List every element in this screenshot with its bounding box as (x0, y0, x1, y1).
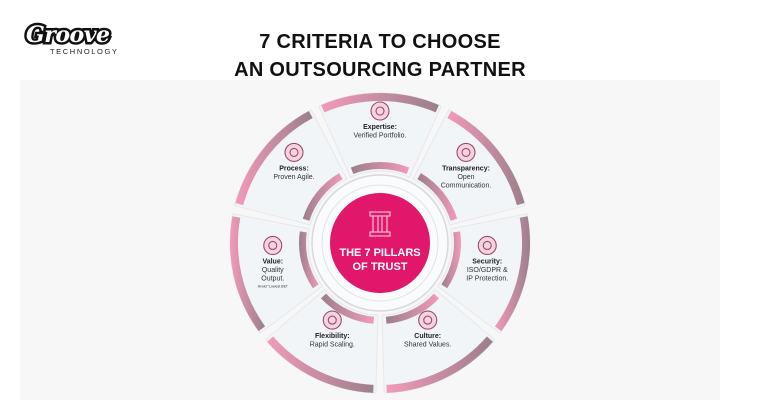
segment-inner-band (299, 231, 319, 289)
pillar-description: Communication. (441, 182, 492, 189)
pillar-description: Verified Portfolio. (354, 133, 407, 140)
segment-inner-band (385, 293, 440, 324)
pillar-segment-value (229, 213, 324, 334)
segment-inner-band (417, 173, 458, 221)
pillar-description: Rapid Scaling. (310, 342, 355, 349)
segment-outer-band (494, 216, 531, 332)
pillar-title: Flexibility: (315, 333, 350, 340)
segment-outer-band (230, 216, 266, 332)
page-title: 7 CRITERIA TO CHOOSE AN OUTSOURCING PART… (0, 28, 760, 84)
segment-outer-band (386, 336, 493, 393)
pillar-title: Security: (472, 258, 502, 265)
pillar-note: Avoid "Lowest Bid" (258, 284, 289, 288)
agile-cycle-icon (284, 142, 304, 162)
pillar-description: Shared Values. (404, 342, 451, 349)
code-gear-icon (370, 101, 390, 121)
segment-outer-band (321, 93, 439, 113)
pillar-segment-expertise (318, 92, 442, 178)
pillar-segment-transparency (412, 109, 526, 226)
center-title-line-2: OF TRUST (353, 261, 408, 273)
pillar-title: Process: (279, 165, 309, 172)
pillar-description: Open (457, 174, 474, 181)
segment-inner-band (320, 293, 375, 324)
center-title-line-1: THE 7 PILLARS (339, 247, 420, 259)
pillar-segment-security (436, 213, 531, 334)
pillar-segment-flexibility (264, 288, 379, 394)
pillar-segment-culture (381, 288, 496, 394)
logo-subtitle: TECHNOLOGY (50, 47, 119, 56)
pillars-icon (369, 211, 391, 237)
chat-bubbles-icon (456, 142, 476, 162)
groove-logo: Groove TECHNOLOGY (24, 22, 119, 57)
pillar-description: Quality (262, 267, 284, 274)
diamond-check-icon (263, 235, 283, 256)
pillar-description: IP Protection. (466, 275, 508, 282)
scaling-people-icon (322, 310, 342, 330)
segment-inner-band (350, 161, 410, 174)
pillar-description: Output. (261, 275, 284, 282)
title-line-2: AN OUTSOURCING PARTNER (234, 59, 526, 81)
center-circle (330, 193, 430, 293)
shield-lock-icon (477, 235, 497, 256)
segment-outer-band (235, 110, 313, 206)
segment-outer-band (267, 336, 374, 393)
segment-inner-band (441, 231, 461, 289)
globe-people-icon (418, 310, 438, 330)
segment-inner-band (302, 173, 343, 221)
logo-wordmark: Groove (24, 22, 113, 49)
pillar-segment-process (234, 109, 348, 226)
title-line-1: 7 CRITERIA TO CHOOSE (259, 31, 501, 53)
pillar-title: Culture: (414, 333, 441, 340)
pillar-description: Proven Agile. (273, 174, 314, 181)
pillar-description: ISO/GDPR & (467, 267, 508, 274)
inner-ring-line (321, 184, 439, 302)
pillar-title: Expertise: (363, 124, 397, 131)
segment-outer-band (447, 110, 525, 206)
pillar-title: Transparency: (442, 165, 490, 172)
pillar-title: Value: (262, 258, 283, 265)
